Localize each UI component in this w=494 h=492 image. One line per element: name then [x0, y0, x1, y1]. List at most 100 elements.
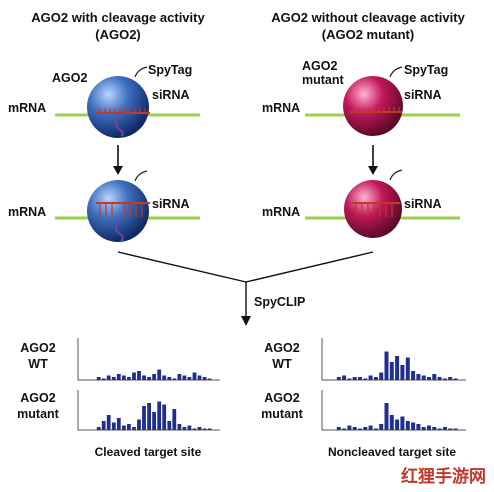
histogram-bar [152, 374, 156, 380]
histogram-bar [421, 427, 426, 430]
spyclip-arrow-head [241, 316, 251, 326]
histogram-bar [132, 427, 136, 430]
histogram-bar [116, 418, 121, 430]
method-label: SpyCLIP [254, 295, 305, 309]
histogram-bar [147, 377, 151, 380]
histogram-bar [202, 428, 207, 430]
step-arrows [113, 145, 378, 175]
left-bottom-complex: siRNA mRNA [8, 170, 200, 243]
histogram-bar [192, 372, 197, 380]
histogram-bar [101, 378, 106, 380]
histogram-bar [182, 427, 187, 430]
histogram-bar [177, 374, 182, 380]
cleavage-fragment-icon [115, 117, 124, 137]
histogram-bar [389, 362, 394, 380]
histogram-bar [157, 369, 162, 380]
histogram-bar [207, 378, 212, 380]
histogram-bar [347, 378, 352, 380]
histogram-bar [384, 403, 389, 430]
histogram-bar [389, 415, 394, 430]
histogram-bar [147, 403, 151, 430]
histogram-bar [437, 377, 442, 380]
histogram-bar [106, 415, 111, 430]
histogram-bar [202, 377, 207, 380]
histogram-bar [368, 425, 373, 430]
ago2-mutant-sphere [344, 180, 402, 238]
histogram-bar [421, 375, 426, 380]
mrna-label: mRNA [262, 205, 300, 219]
right-wt-track-label-line1: AGO2 [264, 341, 299, 355]
spytag-label: SpyTag [404, 63, 448, 77]
histogram-bar [142, 406, 146, 430]
right-bottom-complex: siRNA mRNA [262, 169, 460, 238]
histogram-bar [432, 374, 437, 380]
histogram-bar [101, 421, 106, 430]
histogram-bar [448, 428, 453, 430]
histogram-bar [111, 422, 116, 430]
histogram-bar [453, 378, 458, 380]
histogram-bar [96, 377, 101, 380]
right-title-line1: AGO2 without cleavage activity [271, 10, 465, 25]
histogram-bar [400, 365, 405, 380]
histogram-bar [162, 404, 167, 430]
sirna-label: siRNA [404, 88, 442, 102]
histogram-bar [167, 377, 172, 380]
histogram-bar [172, 409, 177, 430]
histogram-bar [427, 425, 431, 430]
sirna-label: siRNA [152, 197, 190, 211]
histogram-bar [336, 377, 341, 380]
left-title-line2: (AGO2) [95, 27, 141, 42]
right-mutant-track-label-line2: mutant [261, 407, 304, 421]
right-wt-bars [336, 351, 458, 380]
histogram-bar [453, 428, 458, 430]
histogram-bar [368, 375, 373, 380]
histogram-bar [122, 425, 126, 430]
histogram-bar [207, 428, 212, 430]
histogram-bar [400, 416, 405, 430]
histogram-bar [187, 425, 192, 430]
histogram-bar [127, 377, 131, 380]
histogram-bar [379, 424, 384, 430]
right-mutant-track-label-line1: AGO2 [264, 391, 299, 405]
histogram-bar [384, 351, 389, 380]
histogram-bar [358, 428, 362, 430]
histogram-bar [352, 427, 357, 430]
sirna-label: siRNA [404, 197, 442, 211]
protein-label-line2: mutant [302, 73, 345, 87]
right-top-complex: AGO2 mutant SpyTag siRNA mRNA [262, 59, 460, 136]
histogram-bar [363, 427, 368, 430]
spytag-tail [389, 169, 403, 181]
ago2-sphere [87, 76, 149, 138]
histogram-bar [177, 424, 182, 430]
sirna-label: siRNA [152, 88, 190, 102]
spytag-tail [134, 170, 148, 182]
left-mutant-track-label-line2: mutant [17, 407, 60, 421]
histogram-bar [411, 371, 416, 380]
histogram-bar [137, 371, 141, 380]
left-wt-bars [96, 369, 212, 380]
histogram-bar [111, 377, 116, 380]
histogram-bar [432, 427, 437, 430]
histogram-bar [336, 427, 341, 430]
histogram-bar [132, 372, 136, 380]
histogram-bar [197, 427, 202, 430]
left-top-complex: AGO2 SpyTag siRNA mRNA [8, 63, 200, 138]
mrna-label: mRNA [8, 101, 46, 115]
histogram-bar [373, 428, 378, 430]
histogram-bar [127, 424, 131, 430]
histogram-bar [142, 375, 146, 380]
histogram-bar [116, 374, 121, 380]
protein-label: AGO2 [52, 71, 87, 85]
histogram-bar [395, 356, 400, 380]
histogram-bar [187, 377, 192, 380]
mrna-label: mRNA [262, 101, 300, 115]
histogram-bar [363, 378, 368, 380]
histogram-bar [342, 375, 347, 380]
histogram-bar [437, 428, 442, 430]
histogram-bar [358, 377, 362, 380]
right-title-line2: (AGO2 mutant) [322, 27, 414, 42]
left-track-caption: Cleaved target site [95, 445, 202, 459]
histogram-bar [416, 424, 421, 430]
right-wt-track-label-line2: WT [272, 357, 292, 371]
histogram-bar [192, 428, 197, 430]
